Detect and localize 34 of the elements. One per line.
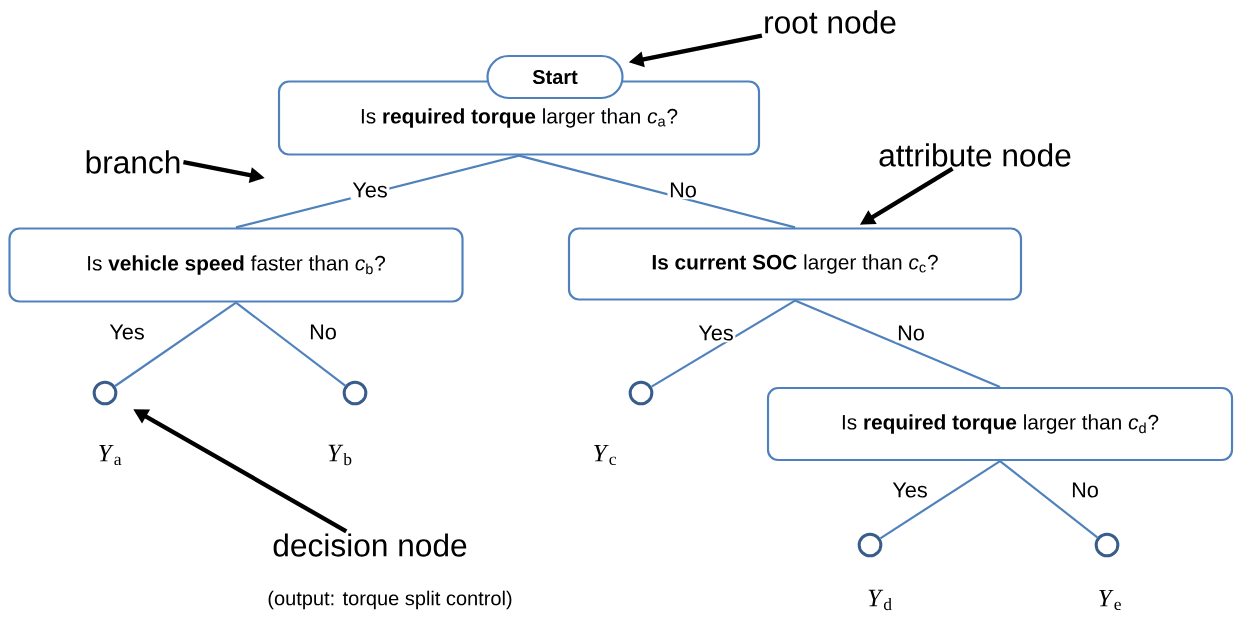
branch-line <box>794 299 1001 388</box>
leaf-circle <box>342 380 368 406</box>
edge-label: Yes <box>696 323 736 343</box>
branch-line <box>879 460 1001 540</box>
branch-line <box>114 301 237 387</box>
branch-line <box>235 301 346 387</box>
branch-line <box>651 299 796 388</box>
annotation-note: (output: torque split control) <box>268 590 512 610</box>
question-box: Is current SOC larger than c$_{c}$? <box>567 227 1023 301</box>
branch-line <box>999 460 1098 539</box>
leaf-label: Y$_{a}$ <box>99 444 122 466</box>
leaf-circle <box>92 380 118 406</box>
leaf-label: Y$_{c}$ <box>594 444 616 466</box>
branch-line <box>518 154 796 229</box>
leaf-circle <box>628 380 654 406</box>
edge-label: No <box>895 323 927 343</box>
leaf-label: Y$_{d}$ <box>868 589 892 611</box>
leaf-label: Y$_{b}$ <box>328 444 352 466</box>
edge-label: No <box>667 180 699 200</box>
edge-label: Yes <box>890 480 930 500</box>
edge-label: No <box>307 322 339 342</box>
annotation-text: decision node <box>273 533 467 557</box>
edge-label: No <box>1069 480 1101 500</box>
edge-label: Yes <box>107 322 147 342</box>
annotation-text: attribute node <box>879 143 1071 167</box>
annotation-text: root node <box>765 10 896 34</box>
edge-label: Yes <box>350 180 390 200</box>
leaf-label: Y$_{e}$ <box>1099 589 1121 611</box>
question-box: Is required torque larger than c$_{d}$? <box>766 386 1234 462</box>
annotation-text: branch <box>86 150 180 174</box>
leaf-circle <box>1094 532 1120 558</box>
leaf-circle <box>857 532 883 558</box>
question-box: Is vehicle speed faster than c$_{b}$? <box>8 227 464 303</box>
start-terminal: Start <box>486 54 624 100</box>
